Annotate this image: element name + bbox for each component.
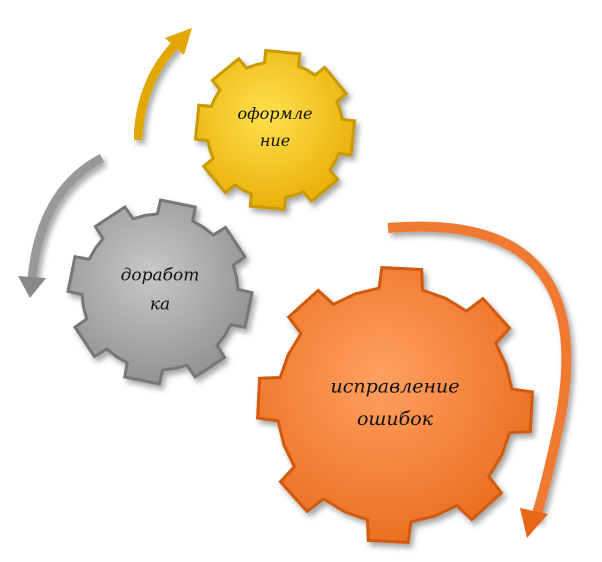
gear-label: исправление	[330, 375, 459, 397]
arrow-head-yellow-icon	[165, 28, 192, 55]
gear-label: доработ	[121, 265, 200, 285]
gear-shape	[66, 198, 254, 386]
gear-shape	[256, 266, 534, 544]
gear-label: ошибок	[357, 408, 434, 430]
gear-label: оформле	[238, 104, 313, 123]
arrow-head-orange-icon	[520, 508, 548, 538]
gear-bugfix: исправление ошибок	[256, 266, 534, 544]
arrow-to-formatting	[133, 38, 182, 141]
gear-formatting: оформле ние	[193, 48, 357, 212]
arrow-to-refinement	[27, 154, 105, 281]
gear-refinement: доработ ка	[66, 198, 254, 386]
arrow-to-bugfix	[387, 221, 572, 522]
gear-label: ка	[150, 294, 170, 314]
gear-shape	[193, 48, 357, 212]
gear-label: ние	[260, 131, 290, 150]
arrow-head-gray-icon	[18, 276, 46, 298]
